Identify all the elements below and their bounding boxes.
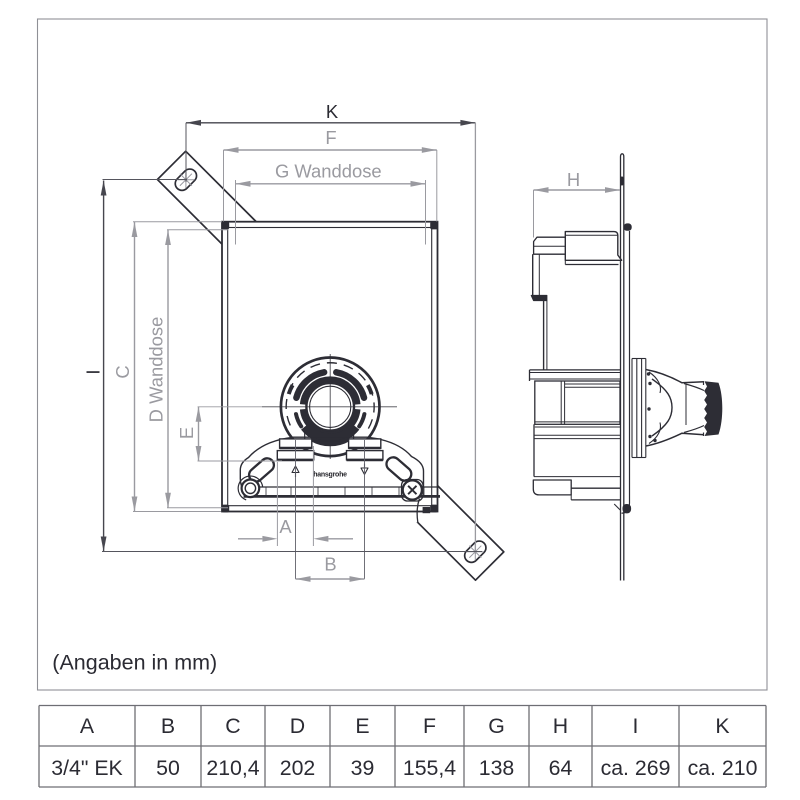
svg-text:I: I	[633, 714, 639, 738]
svg-text:D Wanddose: D Wanddose	[146, 317, 167, 423]
svg-text:ca. 210: ca. 210	[688, 756, 758, 780]
svg-text:A: A	[279, 516, 292, 537]
svg-text:I: I	[83, 369, 104, 374]
svg-text:138: 138	[479, 756, 515, 780]
svg-text:K: K	[326, 101, 339, 122]
svg-text:155,4: 155,4	[403, 756, 456, 780]
svg-text:hansgrohe: hansgrohe	[313, 472, 347, 479]
svg-text:202: 202	[280, 756, 316, 780]
svg-text:K: K	[715, 714, 729, 738]
svg-text:E: E	[355, 714, 369, 738]
svg-text:64: 64	[549, 756, 573, 780]
svg-text:3/4" EK: 3/4" EK	[51, 756, 123, 780]
svg-text:39: 39	[351, 756, 375, 780]
svg-text:G Wanddose: G Wanddose	[275, 161, 382, 182]
svg-text:ca. 269: ca. 269	[601, 756, 671, 780]
svg-text:D: D	[290, 714, 305, 738]
svg-text:H: H	[553, 714, 568, 738]
svg-text:B: B	[161, 714, 175, 738]
svg-text:F: F	[325, 127, 336, 148]
svg-text:F: F	[423, 714, 436, 738]
svg-text:C: C	[112, 365, 133, 378]
svg-text:C: C	[225, 714, 240, 738]
svg-text:50: 50	[156, 756, 180, 780]
svg-text:210,4: 210,4	[206, 756, 259, 780]
svg-text:B: B	[324, 554, 336, 575]
svg-text:(Angaben in mm): (Angaben in mm)	[52, 651, 217, 675]
svg-text:G: G	[488, 714, 505, 738]
svg-text:A: A	[80, 714, 95, 738]
svg-text:H: H	[567, 169, 580, 190]
svg-text:E: E	[176, 427, 197, 439]
